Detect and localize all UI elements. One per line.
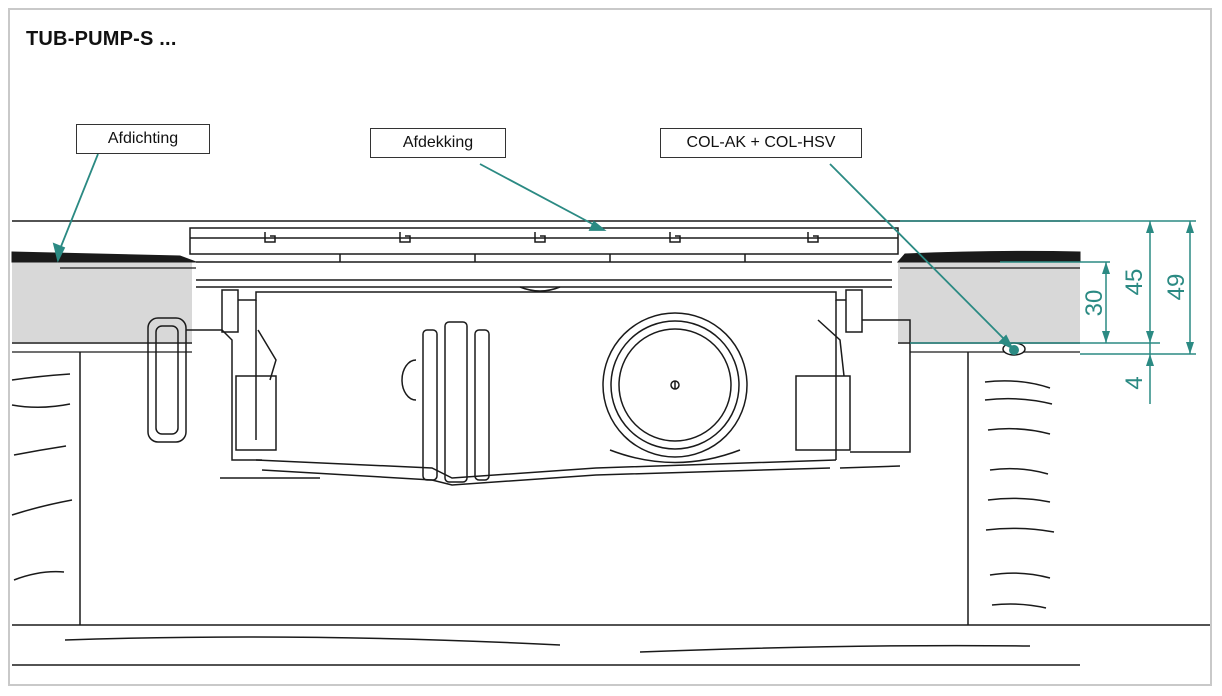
label-cover: Afdekking <box>370 128 506 158</box>
left-joist <box>11 352 81 625</box>
leader-lines <box>52 153 1015 351</box>
subfloor-beam <box>12 624 1210 666</box>
right-joist <box>967 352 1055 625</box>
floor-screed <box>12 262 1080 353</box>
dimension-lines <box>900 220 1196 404</box>
dimension-45: 45 <box>1121 269 1148 296</box>
drain-cover <box>189 227 899 292</box>
label-cover-text: Afdekking <box>402 134 474 151</box>
dimension-30: 30 <box>1081 290 1108 317</box>
dimension-4: 4 <box>1121 376 1148 389</box>
drawing-title: TUB-PUMP-S ... <box>26 28 177 50</box>
dimension-49: 49 <box>1163 274 1190 301</box>
label-seal: Afdichting <box>76 124 210 154</box>
label-seal-text: Afdichting <box>107 130 179 147</box>
pump-housing <box>147 289 911 486</box>
dimension-arrows <box>1102 221 1194 366</box>
label-col: COL-AK + COL-HSV <box>660 128 862 158</box>
label-col-text: COL-AK + COL-HSV <box>686 134 836 151</box>
